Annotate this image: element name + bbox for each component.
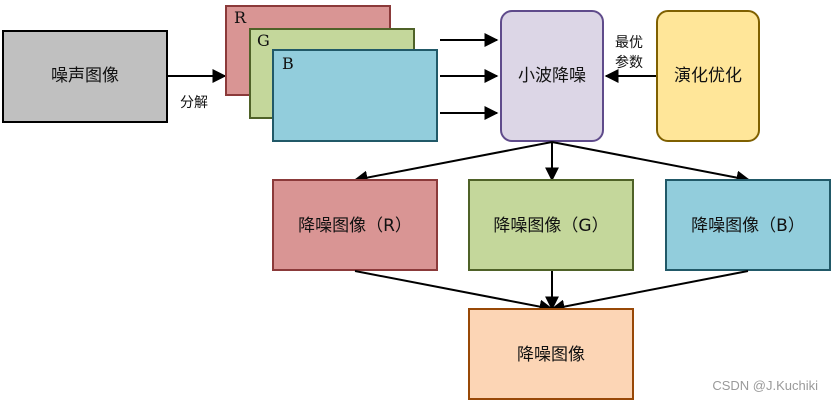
watermark: CSDN @J.Kuchiki — [712, 378, 818, 393]
wavelet-denoise-label: 小波降噪 — [518, 66, 586, 86]
denoised-g-label: 降噪图像（G） — [493, 216, 608, 236]
to-denoised-b-arrow — [551, 141, 751, 185]
denoised-r-node: 降噪图像（R） — [272, 179, 438, 271]
denoised-g-box — [468, 179, 634, 271]
noisy-image-node: 噪声图像 — [2, 30, 168, 123]
channel-b-label: B — [282, 54, 294, 73]
optimal-params-label-line2: 参数 — [615, 54, 643, 71]
to-denoised-r-arrow — [353, 141, 553, 185]
denoised-b-node: 降噪图像（B） — [665, 179, 831, 271]
denoised-image-box — [468, 308, 634, 400]
evolutionary-opt-node: 演化优化 — [656, 10, 760, 142]
denoised-g-node: 降噪图像（G） — [468, 179, 634, 271]
evolutionary-opt-label: 演化优化 — [674, 66, 742, 86]
merge-from-r-arrow — [354, 270, 554, 314]
wavelet-denoise-box — [500, 10, 604, 142]
denoised-image-node: 降噪图像 — [468, 308, 634, 400]
denoised-image-label: 降噪图像 — [517, 345, 585, 365]
wavelet-denoise-node: 小波降噪 — [500, 10, 604, 142]
channel-g-label: G — [257, 31, 270, 50]
noisy-image-box — [2, 30, 168, 123]
evolutionary-opt-box — [656, 10, 760, 142]
channel-r-label: R — [234, 8, 247, 27]
denoised-b-box — [665, 179, 831, 271]
denoised-r-label: 降噪图像（R） — [298, 216, 412, 236]
channel-b-box — [272, 49, 438, 142]
denoised-b-label: 降噪图像（B） — [691, 216, 805, 236]
merge-from-b-arrow — [550, 270, 749, 314]
denoised-r-box — [272, 179, 438, 271]
channel-b-node: B — [272, 49, 438, 142]
noisy-image-label: 噪声图像 — [51, 66, 119, 86]
optimal-params-label-line1: 最优 — [615, 35, 643, 51]
decompose-label: 分解 — [180, 95, 208, 111]
